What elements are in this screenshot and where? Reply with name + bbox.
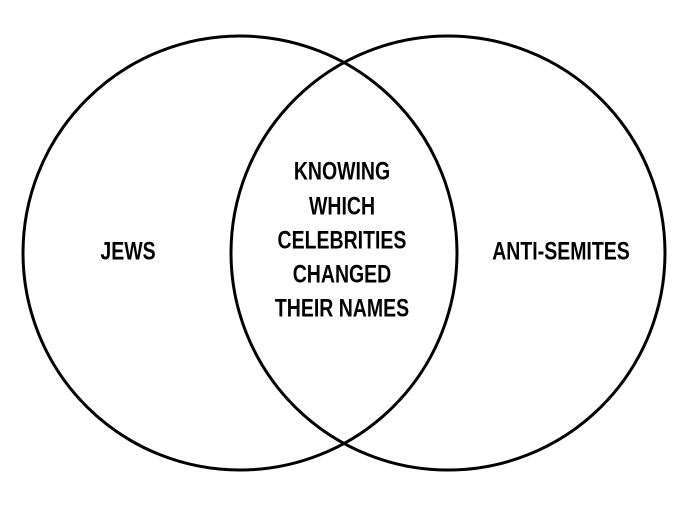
right-set-label: ANTI-SEMITES <box>492 237 630 265</box>
intersection-line: THEIR NAMES <box>275 294 409 322</box>
intersection-line: WHICH <box>309 192 375 220</box>
left-set-label: JEWS <box>100 237 155 265</box>
right-circle <box>229 34 667 472</box>
intersection-line: CELEBRITIES <box>278 226 407 254</box>
left-circle <box>21 34 459 472</box>
intersection-line: CHANGED <box>293 260 392 288</box>
intersection-line: KNOWING <box>294 157 390 185</box>
intersection-label: KNOWING WHICH CELEBRITIES CHANGED THEIR … <box>275 157 409 322</box>
